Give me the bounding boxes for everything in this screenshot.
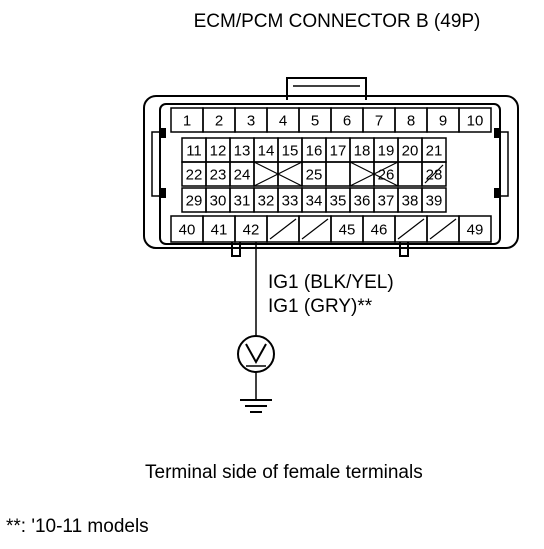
- pin-label: 1: [183, 113, 191, 130]
- pin-label: 13: [234, 143, 251, 160]
- pin-cell: [277, 161, 303, 187]
- pin-label: 35: [330, 193, 347, 210]
- pin-label: 40: [179, 222, 196, 239]
- pin-label: 36: [354, 193, 371, 210]
- pin-label: 3: [247, 113, 255, 130]
- pin-label: 15: [282, 143, 299, 160]
- pin-label: 25: [306, 167, 323, 184]
- unused-terminal-marker: [301, 218, 329, 240]
- pin-label: 8: [407, 113, 415, 130]
- pin-label: 5: [311, 113, 319, 130]
- pin-label: 6: [343, 113, 351, 130]
- pin-cell: [325, 161, 351, 187]
- pin-label: 46: [371, 222, 388, 239]
- wire-label-gry: IG1 (GRY)**: [268, 296, 373, 317]
- pin-label: 45: [339, 222, 356, 239]
- pin-cell: [458, 107, 492, 133]
- pin-cell: [421, 187, 447, 213]
- pin-label: 9: [439, 113, 447, 130]
- unused-terminal-marker: [349, 161, 399, 187]
- unused-terminal-marker: [269, 218, 297, 240]
- ground-icon: [240, 399, 272, 413]
- pin-label: 34: [306, 193, 323, 210]
- diagram-caption: Terminal side of female terminals: [145, 462, 423, 483]
- pin-label: 14: [258, 143, 275, 160]
- pin-label: 41: [211, 222, 228, 239]
- pin-label: 28: [426, 167, 443, 184]
- pin-label: 20: [402, 143, 419, 160]
- pin-label: 32: [258, 193, 275, 210]
- wire-label-blk-yel: IG1 (BLK/YEL): [268, 272, 394, 293]
- pin-label: 38: [402, 193, 419, 210]
- voltmeter-icon: [237, 335, 275, 373]
- unused-terminal-marker: [397, 218, 425, 240]
- footnote: **: '10-11 models: [6, 516, 149, 537]
- pin-label: 7: [375, 113, 383, 130]
- pin-label: 4: [279, 113, 287, 130]
- housing-keys: [160, 128, 500, 198]
- pin-cell: [349, 161, 375, 187]
- pin-label: 19: [378, 143, 395, 160]
- unused-terminal-marker: [429, 218, 457, 240]
- pin-label: 12: [210, 143, 227, 160]
- diagram-title: ECM/PCM CONNECTOR B (49P): [194, 11, 481, 32]
- pin-label: 16: [306, 143, 323, 160]
- unused-terminal-marker: [424, 164, 444, 184]
- pin-cell: [253, 161, 279, 187]
- pin-label: 49: [467, 222, 484, 239]
- pin-label: 17: [330, 143, 347, 160]
- pin-label: 18: [354, 143, 371, 160]
- pin-label: 31: [234, 193, 251, 210]
- pin-cell: [397, 161, 423, 187]
- bottom-tabs: [231, 242, 409, 257]
- pin-label: 11: [186, 143, 202, 160]
- pin-label: 30: [210, 193, 227, 210]
- pin-cell: [458, 215, 492, 243]
- pin-label: 10: [467, 113, 484, 130]
- pin-label: 42: [243, 222, 260, 239]
- pin-label: 26: [378, 167, 395, 184]
- pin-cell: [421, 161, 447, 187]
- pin-label: 2: [215, 113, 223, 130]
- pin-label: 22: [186, 167, 203, 184]
- pin-label: 21: [426, 143, 443, 160]
- pin-label: 23: [210, 167, 227, 184]
- pin-label: 29: [186, 193, 203, 210]
- pin-label: 39: [426, 193, 443, 210]
- pin-label: 24: [234, 167, 251, 184]
- pin-label: 33: [282, 193, 299, 210]
- unused-terminal-marker: [253, 161, 303, 187]
- pin-label: 37: [378, 193, 395, 210]
- connector-housing: [143, 77, 519, 249]
